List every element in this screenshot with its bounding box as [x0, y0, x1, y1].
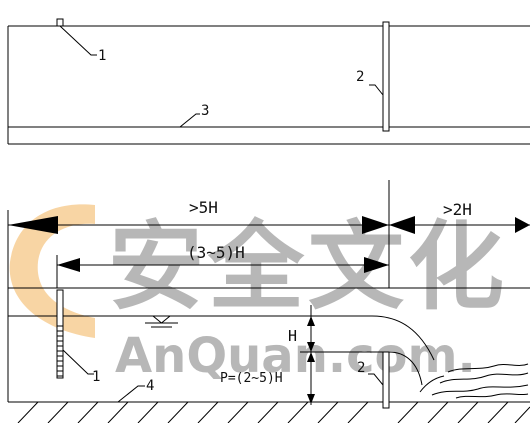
plan-leader-1 — [59, 25, 97, 56]
plan-gauge-marker — [56, 18, 64, 27]
arrow-upstream-left — [8, 216, 58, 234]
watermark: 安全文化 AnQuan.com. — [9, 204, 508, 384]
nappe-lower — [388, 351, 423, 386]
watermark-latin: AnQuan.com. — [115, 328, 476, 384]
plan-callout-3: 3 — [201, 103, 209, 119]
arrow-crest-down — [307, 394, 315, 404]
section-leader-4 — [117, 385, 145, 403]
plan-callout-1: 1 — [98, 48, 106, 64]
plan-leader-3 — [179, 113, 200, 128]
water-surface — [8, 315, 435, 361]
ground-hatching — [17, 401, 530, 423]
arrow-gauge-right — [364, 257, 389, 273]
section-leader-2 — [368, 373, 384, 386]
weir-plate — [382, 351, 390, 409]
section-callout-1: 1 — [92, 369, 100, 385]
dim-label-crest: P=(2~5)H — [220, 371, 283, 386]
section-callout-2: 2 — [357, 360, 365, 376]
staff-gauge-ticks — [57, 325, 63, 377]
staff-gauge — [56, 289, 64, 379]
watermark-swoosh — [9, 204, 96, 338]
dim-label-gauge: (3~5)H — [187, 243, 245, 262]
downstream-turbulence — [419, 363, 529, 399]
dimension-arrowheads — [8, 216, 530, 404]
plan-leader-2 — [369, 84, 384, 96]
arrow-head-down — [307, 342, 315, 352]
dim-label-upstream: >5H — [189, 198, 218, 217]
plan-weir-plate — [382, 21, 390, 132]
section-view — [7, 180, 530, 423]
arrow-downstream-right — [515, 217, 530, 233]
arrow-crest-up — [307, 352, 315, 362]
section-callout-4: 4 — [146, 378, 154, 394]
dim-label-head: H — [288, 327, 297, 345]
dim-label-downstream: >2H — [443, 200, 472, 219]
arrow-head-up — [307, 316, 315, 326]
arrow-gauge-left — [57, 258, 80, 272]
section-leader-1 — [62, 349, 94, 375]
plan-callout-2: 2 — [356, 69, 364, 85]
arrow-upstream-right — [362, 216, 389, 234]
watermark-chinese: 安全文化 — [108, 211, 508, 323]
water-level-symbol — [145, 315, 178, 328]
plan-view — [7, 18, 530, 145]
arrow-downstream-left — [389, 216, 415, 234]
